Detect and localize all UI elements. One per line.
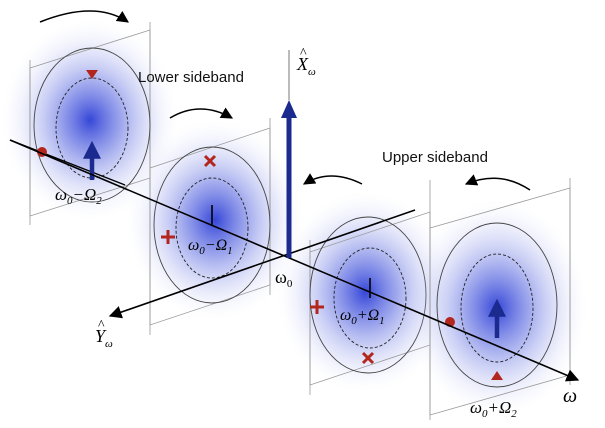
center-frequency-label: ω0 [275,267,293,290]
x-hat-icon: ^ [300,46,307,61]
triangle-up-icon [491,371,503,380]
plus-icon [161,230,175,244]
plus-icon [310,300,324,314]
omega-axis-label: ω [563,385,577,407]
y-axis [108,209,416,319]
panel-lower-near: ω0−Ω1 [127,107,303,335]
rotation-arrow [302,173,363,185]
panel-upper-far: ω0+Ω2 [407,174,587,420]
cross-icon [361,351,375,365]
y-axis-label: Yω [95,326,113,350]
rotation-arrow [169,107,234,119]
triangle-down-icon [86,70,98,79]
cross-icon [203,154,217,168]
rotation-arrow [39,10,129,23]
panel-lower-far: ω0−Ω2 [2,10,178,225]
rotation-arrow [464,174,531,191]
y-hat-icon: ^ [98,318,105,333]
axes [9,50,580,382]
label-upper-near: ω0+Ω1 [340,307,385,327]
upper-sideband-label: Upper sideband [382,149,488,166]
omega-axis [9,139,580,382]
label-upper-far: ω0+Ω2 [470,398,517,420]
label-lower-near: ω0−Ω1 [188,237,233,257]
x-axis-label: Xω [296,54,316,78]
label-lower-far: ω0−Ω2 [55,185,102,207]
lower-sideband-label: Lower sideband [138,69,244,86]
